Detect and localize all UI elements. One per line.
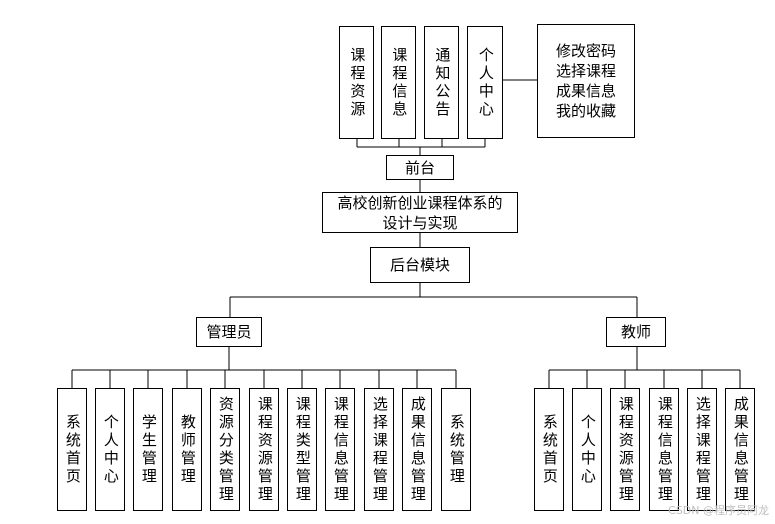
teacher-item-course-resource-management: 课程资源管理 bbox=[610, 388, 640, 511]
personal-center-sub-item: 成果信息 bbox=[555, 82, 616, 100]
admin-item-student-management: 学生管理 bbox=[133, 388, 163, 511]
teacher-item-personal-center: 个人中心 bbox=[572, 388, 602, 511]
personal-center-sub-item: 选择课程 bbox=[555, 62, 616, 80]
admin-item-resource-category-management: 资源分类管理 bbox=[210, 388, 240, 511]
frontend-item-course-resources: 课程资源 bbox=[339, 26, 374, 139]
personal-center-sub-item: 修改密码 bbox=[555, 42, 616, 60]
frontend-node: 前台 bbox=[386, 155, 454, 180]
frontend-item-course-info: 课程信息 bbox=[381, 26, 416, 139]
system-title-node: 高校创新创业课程体系的 设计与实现 bbox=[322, 192, 518, 233]
admin-item-course-type-management: 课程类型管理 bbox=[287, 388, 317, 511]
personal-center-sub-box: 修改密码 选择课程 成果信息 我的收藏 bbox=[537, 24, 635, 138]
teacher-item-achievement-management: 成果信息管理 bbox=[725, 388, 755, 511]
admin-item-system-home: 系统首页 bbox=[57, 388, 87, 511]
admin-item-system-management: 系统管理 bbox=[441, 388, 471, 511]
admin-item-course-resource-management: 课程资源管理 bbox=[249, 388, 279, 511]
personal-center-sub-item: 我的收藏 bbox=[555, 102, 616, 120]
admin-item-personal-center: 个人中心 bbox=[95, 388, 125, 511]
watermark-text: CSDN @程序员阿龙 bbox=[668, 504, 769, 517]
backend-module-node: 后台模块 bbox=[370, 247, 470, 283]
admin-item-course-info-management: 课程信息管理 bbox=[325, 388, 355, 511]
admin-item-achievement-management: 成果信息管理 bbox=[402, 388, 432, 511]
admin-item-teacher-management: 教师管理 bbox=[172, 388, 202, 511]
teacher-item-course-info-management: 课程信息管理 bbox=[649, 388, 679, 511]
system-title-line2: 设计与实现 bbox=[382, 213, 458, 232]
teacher-item-course-selection-management: 选择课程管理 bbox=[687, 388, 717, 511]
teacher-item-system-home: 系统首页 bbox=[534, 388, 564, 511]
admin-item-course-selection-management: 选择课程管理 bbox=[364, 388, 394, 511]
frontend-item-personal-center: 个人中心 bbox=[467, 26, 503, 139]
admin-node: 管理员 bbox=[196, 317, 262, 347]
teacher-node: 教师 bbox=[606, 317, 666, 347]
frontend-item-notices: 通知公告 bbox=[424, 26, 459, 139]
system-title-line1: 高校创新创业课程体系的 bbox=[337, 193, 503, 212]
